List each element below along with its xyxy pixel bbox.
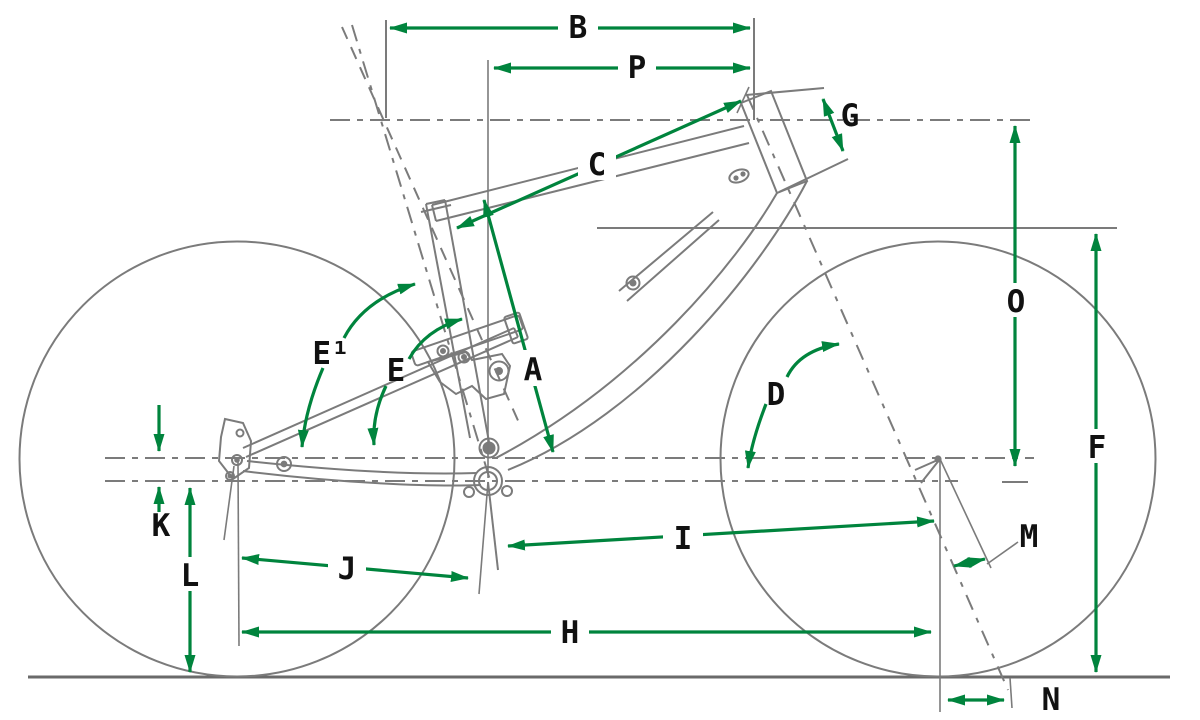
front-axle-marks — [914, 455, 942, 484]
dimension-arrows — [153, 22, 1102, 706]
rear-dropout — [217, 417, 253, 481]
dim-G-arrow — [821, 98, 845, 152]
effective-seat-axis-line — [351, 24, 491, 481]
tick-below-rear-axle-2 — [223, 465, 235, 541]
label-N: N — [1042, 682, 1061, 718]
construction-lines — [105, 18, 1117, 712]
m-label-leader — [986, 541, 1019, 565]
dim-E1-arc-upper — [342, 282, 416, 339]
label-K: K — [152, 508, 171, 544]
label-E: E — [387, 353, 406, 389]
dim-E-arc-lower — [367, 385, 388, 446]
label-backplates — [171, 9, 1116, 648]
dim-E-arc-upper — [407, 317, 463, 360]
dim-E1-arc-lower — [297, 367, 325, 448]
down-tube — [495, 168, 808, 471]
dimension-labels: B P C G A E¹ E D O F K L J H I M N — [152, 10, 1107, 718]
steering-axis-line — [746, 94, 1009, 691]
label-D: D — [767, 377, 786, 413]
dim-A-arrow — [482, 199, 555, 453]
label-M: M — [1020, 519, 1039, 555]
chain-stays — [242, 456, 482, 487]
label-F: F — [1088, 430, 1107, 466]
cable-port — [728, 168, 750, 184]
label-P: P — [628, 50, 647, 86]
head-tube — [739, 87, 849, 195]
dim-I-arrow — [507, 516, 935, 551]
label-L: L — [181, 558, 200, 594]
label-G: G — [841, 98, 860, 134]
tick-below-rear-axle — [237, 461, 240, 647]
tick-below-bb — [478, 481, 489, 595]
seat-axis-extension — [487, 481, 499, 571]
label-I: I — [674, 521, 693, 557]
label-O: O — [1007, 284, 1026, 320]
label-A: A — [524, 352, 543, 388]
label-E1: E¹ — [312, 336, 349, 372]
label-C: C — [588, 147, 607, 183]
fork-offset-parallel-line — [939, 458, 992, 569]
dim-D-arc-upper — [785, 341, 840, 378]
label-J: J — [338, 551, 357, 587]
label-B: B — [569, 10, 588, 46]
seatstay-yoke — [618, 211, 720, 302]
tick-trail-end — [1009, 677, 1013, 709]
dim-M-arrow — [953, 556, 986, 569]
label-H: H — [561, 615, 580, 651]
dim-D-arc-lower — [744, 403, 768, 469]
